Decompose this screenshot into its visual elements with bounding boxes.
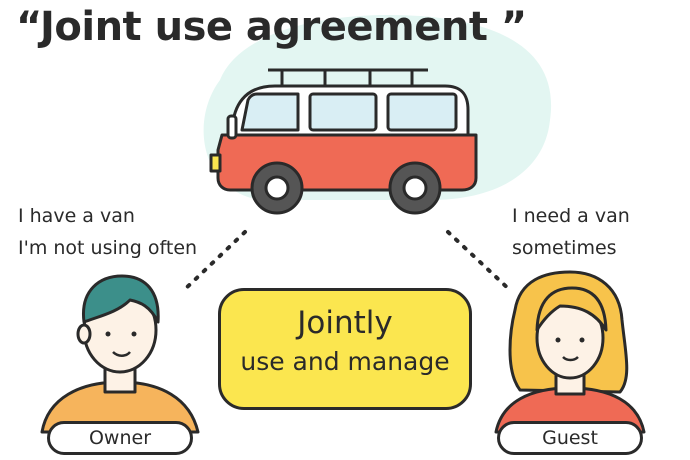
owner-label: Owner: [47, 421, 193, 455]
owner-quote: I have a van I'm not using often: [18, 200, 197, 264]
jointly-box-line2: use and manage: [240, 347, 450, 376]
page-title: “Joint use agreement ”: [16, 4, 527, 50]
guest-connector: [446, 230, 514, 294]
jointly-box-line1: Jointly: [297, 305, 393, 341]
guest-quote: I need a van sometimes: [512, 200, 630, 264]
owner-quote-line1: I have a van: [18, 205, 135, 227]
van-icon: [209, 68, 478, 215]
owner-quote-line2: I'm not using often: [18, 237, 198, 259]
guest-quote-line1: I need a van: [512, 205, 630, 227]
owner-connector: [180, 230, 247, 294]
owner-avatar: [40, 274, 200, 434]
guest-label: Guest: [497, 421, 643, 455]
jointly-box: Jointly use and manage: [218, 288, 472, 410]
guest-avatar: [494, 270, 646, 434]
guest-quote-line2: sometimes: [512, 237, 617, 259]
